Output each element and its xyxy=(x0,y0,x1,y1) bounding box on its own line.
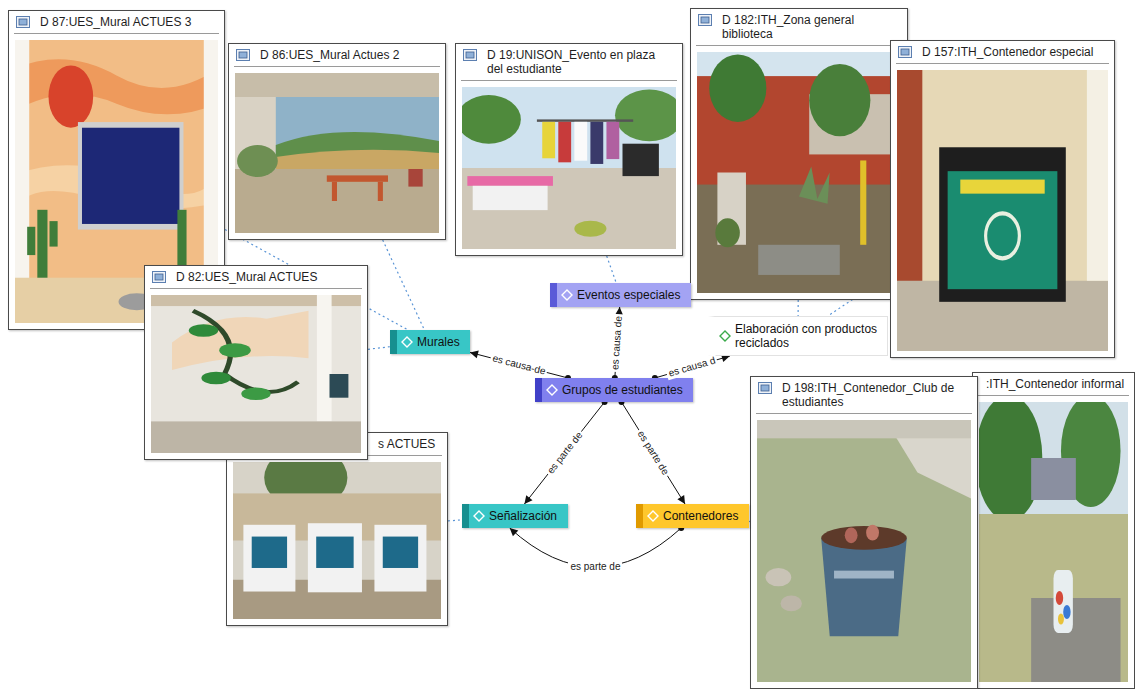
document-header: :ITH_Contenedor informal xyxy=(978,373,1129,396)
relation-label: es causa d xyxy=(666,354,720,380)
link-dotted xyxy=(383,240,425,330)
code-box: Murales xyxy=(390,330,470,354)
photo-event xyxy=(462,87,676,249)
document-icon xyxy=(898,46,912,58)
document-frame: D 182:ITH_Zona general biblioteca xyxy=(690,8,908,300)
document-header: D 19:UNISON_Evento en plaza del estudian… xyxy=(461,44,677,81)
document-frame: :ITH_Contenedor informal xyxy=(972,372,1135,689)
document-frame: s ACTUES xyxy=(226,432,448,626)
relation-label: es parte de xyxy=(543,428,586,478)
code-box: Elaboración con productos reciclados xyxy=(708,316,888,356)
document-icon xyxy=(758,382,772,394)
document-title: D 82:UES_Mural ACTUES xyxy=(176,270,317,284)
code-box: Contenedores xyxy=(636,504,749,528)
arrowhead xyxy=(470,351,479,359)
document-title: D 19:UNISON_Evento en plaza del estudian… xyxy=(487,48,655,76)
document-icon xyxy=(152,271,166,283)
relation-line xyxy=(621,402,685,504)
document-header: D 87:UES_Mural ACTUES 3 xyxy=(14,11,219,34)
code-diamond xyxy=(474,511,484,521)
photo-corridor xyxy=(235,73,439,233)
icon-frame xyxy=(464,50,477,61)
document-frame: D 198:ITH_Contenedor_Club de estudiantes xyxy=(750,376,978,689)
link-dotted xyxy=(607,256,617,283)
link-dotted xyxy=(798,300,799,316)
code-icon xyxy=(401,336,413,348)
link-dotted xyxy=(448,520,462,521)
document-frame: D 86:UES_Mural Actues 2 xyxy=(228,43,446,240)
relation-line xyxy=(470,352,568,378)
code-icon xyxy=(546,384,558,396)
document-icon xyxy=(236,49,250,61)
code-diamond xyxy=(402,337,412,347)
document-icon xyxy=(16,16,30,28)
photo-garden xyxy=(697,52,901,293)
icon-frame xyxy=(237,50,250,61)
icon-picture xyxy=(701,17,709,23)
code-icon xyxy=(719,330,731,342)
document-title: D 87:UES_Mural ACTUES 3 xyxy=(40,15,191,29)
photo-bottle xyxy=(979,402,1128,682)
icon-picture xyxy=(901,49,909,55)
document-title: s ACTUES xyxy=(378,437,435,451)
code-box: Grupos de estudiantes xyxy=(535,378,693,402)
document-title: :ITH_Contenedor informal xyxy=(986,377,1124,391)
code-diamond xyxy=(720,331,730,341)
document-header: D 198:ITH_Contenedor_Club de estudiantes xyxy=(756,377,972,414)
document-header: D 157:ITH_Contenedor especial xyxy=(896,41,1109,64)
code-label: Murales xyxy=(417,335,460,349)
document-title: D 182:ITH_Zona general biblioteca xyxy=(722,13,854,41)
link-dotted xyxy=(368,347,390,350)
photo-mural xyxy=(151,295,361,453)
icon-frame xyxy=(17,17,30,28)
icon-picture xyxy=(155,274,163,280)
icon-picture xyxy=(761,385,769,391)
code-diamond xyxy=(562,290,572,300)
arrowhead xyxy=(524,495,532,504)
photo-container xyxy=(897,70,1108,351)
icon-frame xyxy=(699,15,712,26)
code-icon xyxy=(473,510,485,522)
icon-picture xyxy=(19,19,27,25)
icon-frame xyxy=(899,47,912,58)
photo-bucket xyxy=(757,420,971,682)
code-box: Señalización xyxy=(462,504,568,528)
relation-label: es parte de xyxy=(634,427,673,479)
code-label: Contenedores xyxy=(663,509,738,523)
document-frame: D 19:UNISON_Evento en plaza del estudian… xyxy=(455,43,683,256)
relation-line xyxy=(524,402,604,504)
relation-label: es causa-de xyxy=(489,352,549,378)
arrowhead xyxy=(510,528,519,536)
icon-picture xyxy=(239,52,247,58)
document-frame: D 157:ITH_Contenedor especial xyxy=(890,40,1115,358)
document-icon xyxy=(463,49,477,61)
icon-frame xyxy=(759,383,772,394)
code-box: Eventos especiales xyxy=(550,283,691,307)
relation-label: es parte de xyxy=(568,561,622,573)
icon-picture xyxy=(466,52,474,58)
code-diamond xyxy=(648,511,658,521)
document-title: D 157:ITH_Contenedor especial xyxy=(922,45,1093,59)
code-label: Elaboración con productos reciclados xyxy=(735,322,877,350)
code-label: Grupos de estudiantes xyxy=(562,383,683,397)
document-header: D 86:UES_Mural Actues 2 xyxy=(234,44,440,67)
code-label: Señalización xyxy=(489,509,557,523)
code-icon xyxy=(647,510,659,522)
document-icon xyxy=(698,14,712,26)
document-header: D 182:ITH_Zona general biblioteca xyxy=(696,9,902,46)
code-label: Eventos especiales xyxy=(577,288,680,302)
code-diamond xyxy=(547,385,557,395)
icon-frame xyxy=(153,272,166,283)
code-icon xyxy=(561,289,573,301)
document-frame: D 82:UES_Mural ACTUES xyxy=(144,265,368,460)
document-header: D 82:UES_Mural ACTUES xyxy=(150,266,362,289)
document-title: D 198:ITH_Contenedor_Club de estudiantes xyxy=(782,381,954,409)
photo-containers xyxy=(233,462,441,619)
relation-label: es causa de xyxy=(609,313,625,372)
arrowhead xyxy=(677,495,685,504)
document-title: D 86:UES_Mural Actues 2 xyxy=(260,48,399,62)
